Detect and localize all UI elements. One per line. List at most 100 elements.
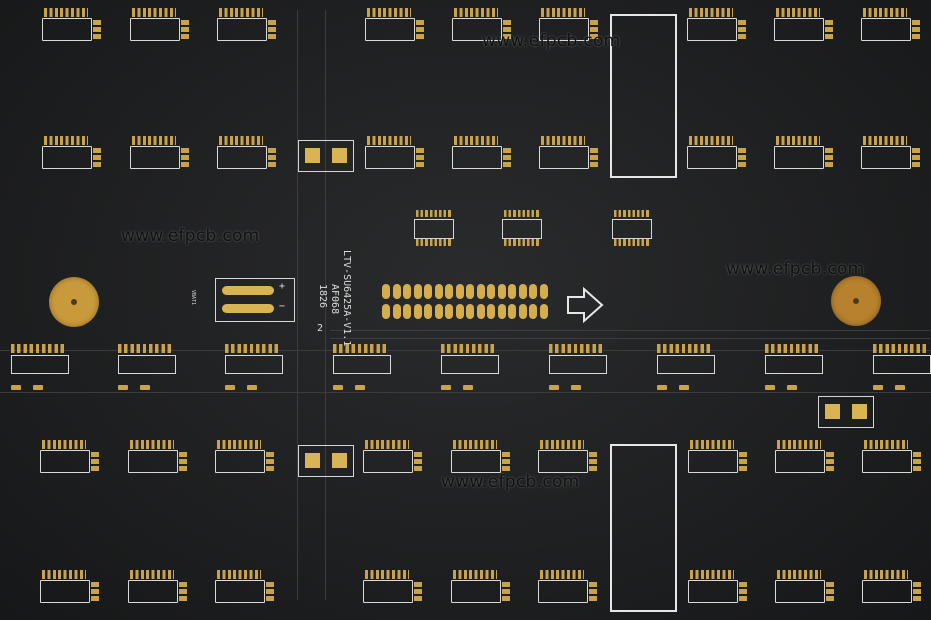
ic-chip	[42, 8, 101, 50]
connector-pin	[455, 304, 464, 319]
connector-pin	[476, 284, 485, 299]
ic-chip	[363, 570, 422, 612]
trace	[330, 338, 930, 339]
connector-pin	[539, 304, 548, 319]
ic-chip	[861, 136, 920, 178]
ic-chip	[128, 440, 187, 482]
ic-chip	[688, 570, 747, 612]
ic-chip	[414, 210, 454, 250]
ic-chip	[215, 570, 274, 612]
capacitor	[818, 396, 874, 428]
connector-pin	[476, 304, 485, 319]
right-arrow-outline-icon	[567, 287, 604, 323]
ic-chip	[687, 136, 746, 178]
ic-chip	[452, 8, 511, 50]
ic-chip	[862, 440, 921, 482]
connector-pin	[382, 284, 390, 299]
battery-minus: −	[279, 301, 286, 312]
ic-chip	[333, 344, 391, 390]
connector-pin	[413, 304, 422, 319]
ic-chip	[538, 570, 597, 612]
component-outline	[610, 444, 677, 612]
ic-chip	[774, 136, 833, 178]
date-code: 1826	[317, 284, 328, 309]
ic-chip	[775, 440, 834, 482]
connector-pin	[518, 304, 527, 319]
ic-chip	[128, 570, 187, 612]
ic-chip	[441, 344, 499, 390]
connector-pin	[424, 284, 432, 299]
connector-pin	[508, 284, 516, 299]
connector-pin	[434, 304, 443, 319]
ic-chip	[225, 344, 283, 390]
connector-pin	[403, 304, 411, 319]
ic-chip	[774, 8, 833, 50]
connector-pin	[445, 284, 453, 299]
connector-pin	[518, 284, 527, 299]
ic-chip	[40, 440, 99, 482]
ic-chip	[612, 210, 652, 250]
connector-pin	[392, 304, 401, 319]
ic-chip	[217, 136, 276, 178]
trace	[325, 10, 326, 600]
ic-chip	[40, 570, 99, 612]
ic-chip	[861, 8, 920, 50]
ic-chip	[451, 570, 510, 612]
ic-chip	[130, 8, 189, 50]
ic-chip	[538, 440, 597, 482]
ic-chip	[539, 136, 598, 178]
connector-pin	[445, 304, 453, 319]
board-digit: 2	[317, 323, 324, 334]
connector-pin	[466, 284, 474, 299]
connector-pin	[529, 284, 537, 299]
battery-plus: +	[279, 281, 286, 292]
ic-chip	[217, 8, 276, 50]
part-number: LTV-SU6425A-V1.1	[341, 250, 352, 347]
board-code: AF068	[329, 284, 340, 315]
ic-chip	[688, 440, 747, 482]
connector-pin	[392, 284, 401, 299]
mounting-hole-icon	[49, 277, 99, 327]
ic-chip	[215, 440, 274, 482]
connector-pin	[466, 304, 474, 319]
watermark: www.efpcb.com	[482, 31, 621, 51]
watermark: www.efpcb.com	[441, 472, 580, 492]
connector-pin	[424, 304, 432, 319]
ic-chip	[873, 344, 931, 390]
connector-pin	[497, 304, 506, 319]
ic-chip	[765, 344, 823, 390]
connector-pin	[455, 284, 464, 299]
connector-pin	[539, 284, 548, 299]
watermark: www.efpcb.com	[726, 259, 865, 279]
ic-chip	[11, 344, 69, 390]
ic-chip	[365, 8, 424, 50]
trace	[0, 392, 931, 393]
mounting-hole-icon	[831, 276, 881, 326]
trace	[330, 330, 930, 331]
ic-chip	[452, 136, 511, 178]
battery-label: VBAT1	[190, 290, 196, 306]
connector-pin	[529, 304, 537, 319]
ic-chip	[862, 570, 921, 612]
ic-chip	[539, 8, 598, 50]
connector-pin	[487, 304, 495, 319]
watermark: www.efpcb.com	[121, 226, 260, 246]
capacitor	[298, 445, 354, 477]
ic-chip	[42, 136, 101, 178]
ic-chip	[657, 344, 715, 390]
ic-chip	[130, 136, 189, 178]
ic-chip	[502, 210, 542, 250]
ic-chip	[687, 8, 746, 50]
header-connector	[372, 282, 552, 322]
connector-pin	[497, 284, 506, 299]
ic-chip	[775, 570, 834, 612]
ic-chip	[549, 344, 607, 390]
ic-chip	[118, 344, 176, 390]
connector-pin	[413, 284, 422, 299]
capacitor	[298, 140, 354, 172]
connector-pin	[403, 284, 411, 299]
battery-holder: + −	[215, 278, 295, 322]
connector-pin	[487, 284, 495, 299]
ic-chip	[365, 136, 424, 178]
